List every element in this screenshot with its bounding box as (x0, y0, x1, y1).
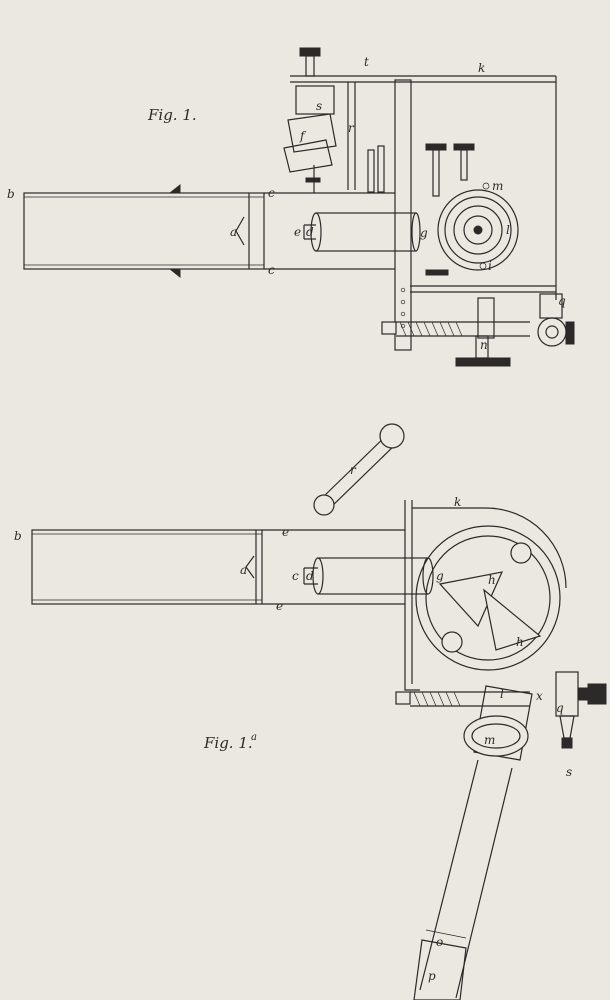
fig1a-label-x: x (536, 689, 543, 703)
fig1-label-i: i (488, 259, 492, 273)
fig1a-label-l: l (500, 687, 504, 701)
fig1-collar-mark-bottom (168, 268, 181, 279)
fig1a-label-e-top: e (282, 525, 289, 539)
fig1-top-screw (299, 47, 321, 57)
fig1a-prism-h-bottom (483, 588, 542, 651)
fig1a-telescope-tube (31, 529, 263, 605)
fig1-label-t: t (364, 55, 369, 69)
fig1-circle-wheel (437, 182, 519, 271)
fig1-label-f: f (299, 129, 307, 143)
fig1-prism-a (235, 216, 245, 246)
fig1a-label-m: m (484, 733, 495, 747)
fig1-label-d: d (306, 225, 314, 239)
fig1-label-m: m (492, 179, 503, 193)
fig1a-observing-telescope (413, 685, 533, 1000)
fig1-label-r: r (348, 121, 355, 135)
fig1-label-a: a (230, 225, 237, 239)
fig1a-label-h-top: h (488, 573, 496, 587)
fig1-label-q: q (558, 294, 566, 308)
fig1-plate-f (287, 113, 337, 153)
fig1-vertical-column (394, 79, 412, 351)
fig1-adjusting-screws (425, 143, 475, 197)
fig1a-slit-d (303, 567, 318, 585)
fig1-label-c-top: c (268, 186, 275, 200)
fig1a-foot-s (561, 737, 573, 749)
fig1-telescope-tube (23, 192, 265, 270)
fig1-elevation: Fig. 1. b a c c e d f s r t k g m l i n … (7, 47, 575, 367)
fig1a-label-e-bottom: e (276, 599, 283, 613)
fig1a-label-k: k (454, 495, 461, 509)
fig1a-caption-sup: a (251, 732, 257, 743)
fig1a-label-g: g (436, 569, 444, 583)
fig1a-eyepiece-p (413, 939, 467, 1000)
fig1-label-g: g (420, 226, 428, 240)
fig1-slit-d (303, 224, 316, 240)
fig1a-label-a: a (240, 563, 247, 577)
fig1a-frame (404, 500, 420, 691)
fig1a-caption: Fig. 1. (203, 734, 253, 752)
fig1a-plan: Fig. 1. a b a e e c d g r k h h l m x q … (14, 423, 607, 1000)
fig1-label-k: k (478, 61, 485, 75)
fig1-label-b: b (7, 187, 15, 201)
fig1a-label-p: p (428, 969, 436, 983)
fig1-label-l: l (506, 223, 510, 237)
fig1-holder-s (295, 85, 335, 115)
fig1-label-n: n (480, 338, 488, 352)
fig1-label-s: s (316, 99, 322, 113)
fig1a-arm-k (412, 507, 567, 589)
fig1-knob-n (455, 357, 511, 367)
fig1a-prism-a (245, 555, 255, 579)
fig1-knob-q (537, 317, 567, 347)
fig1a-label-c: c (292, 569, 299, 583)
fig1a-label-b: b (14, 529, 22, 543)
fig1a-label-h-bottom: h (516, 635, 524, 649)
fig1a-label-q: q (556, 701, 564, 715)
fig1-screw-thread (396, 321, 530, 337)
fig1a-label-o: o (436, 935, 443, 949)
fig1a-prism-table (415, 525, 561, 671)
fig1a-screw-thread (410, 691, 530, 707)
fig1a-label-s: s (566, 765, 572, 779)
fig1-label-e: e (294, 225, 301, 239)
fig1-collimator (315, 212, 417, 252)
fig1a-label-d: d (306, 569, 314, 583)
fig1a-lever-r (313, 423, 405, 516)
fig1-caption: Fig. 1. (147, 106, 197, 124)
fig1a-label-r: r (350, 463, 357, 477)
fig1-collar-mark-top (168, 183, 181, 194)
fig1-label-c-bottom: c (268, 263, 275, 277)
